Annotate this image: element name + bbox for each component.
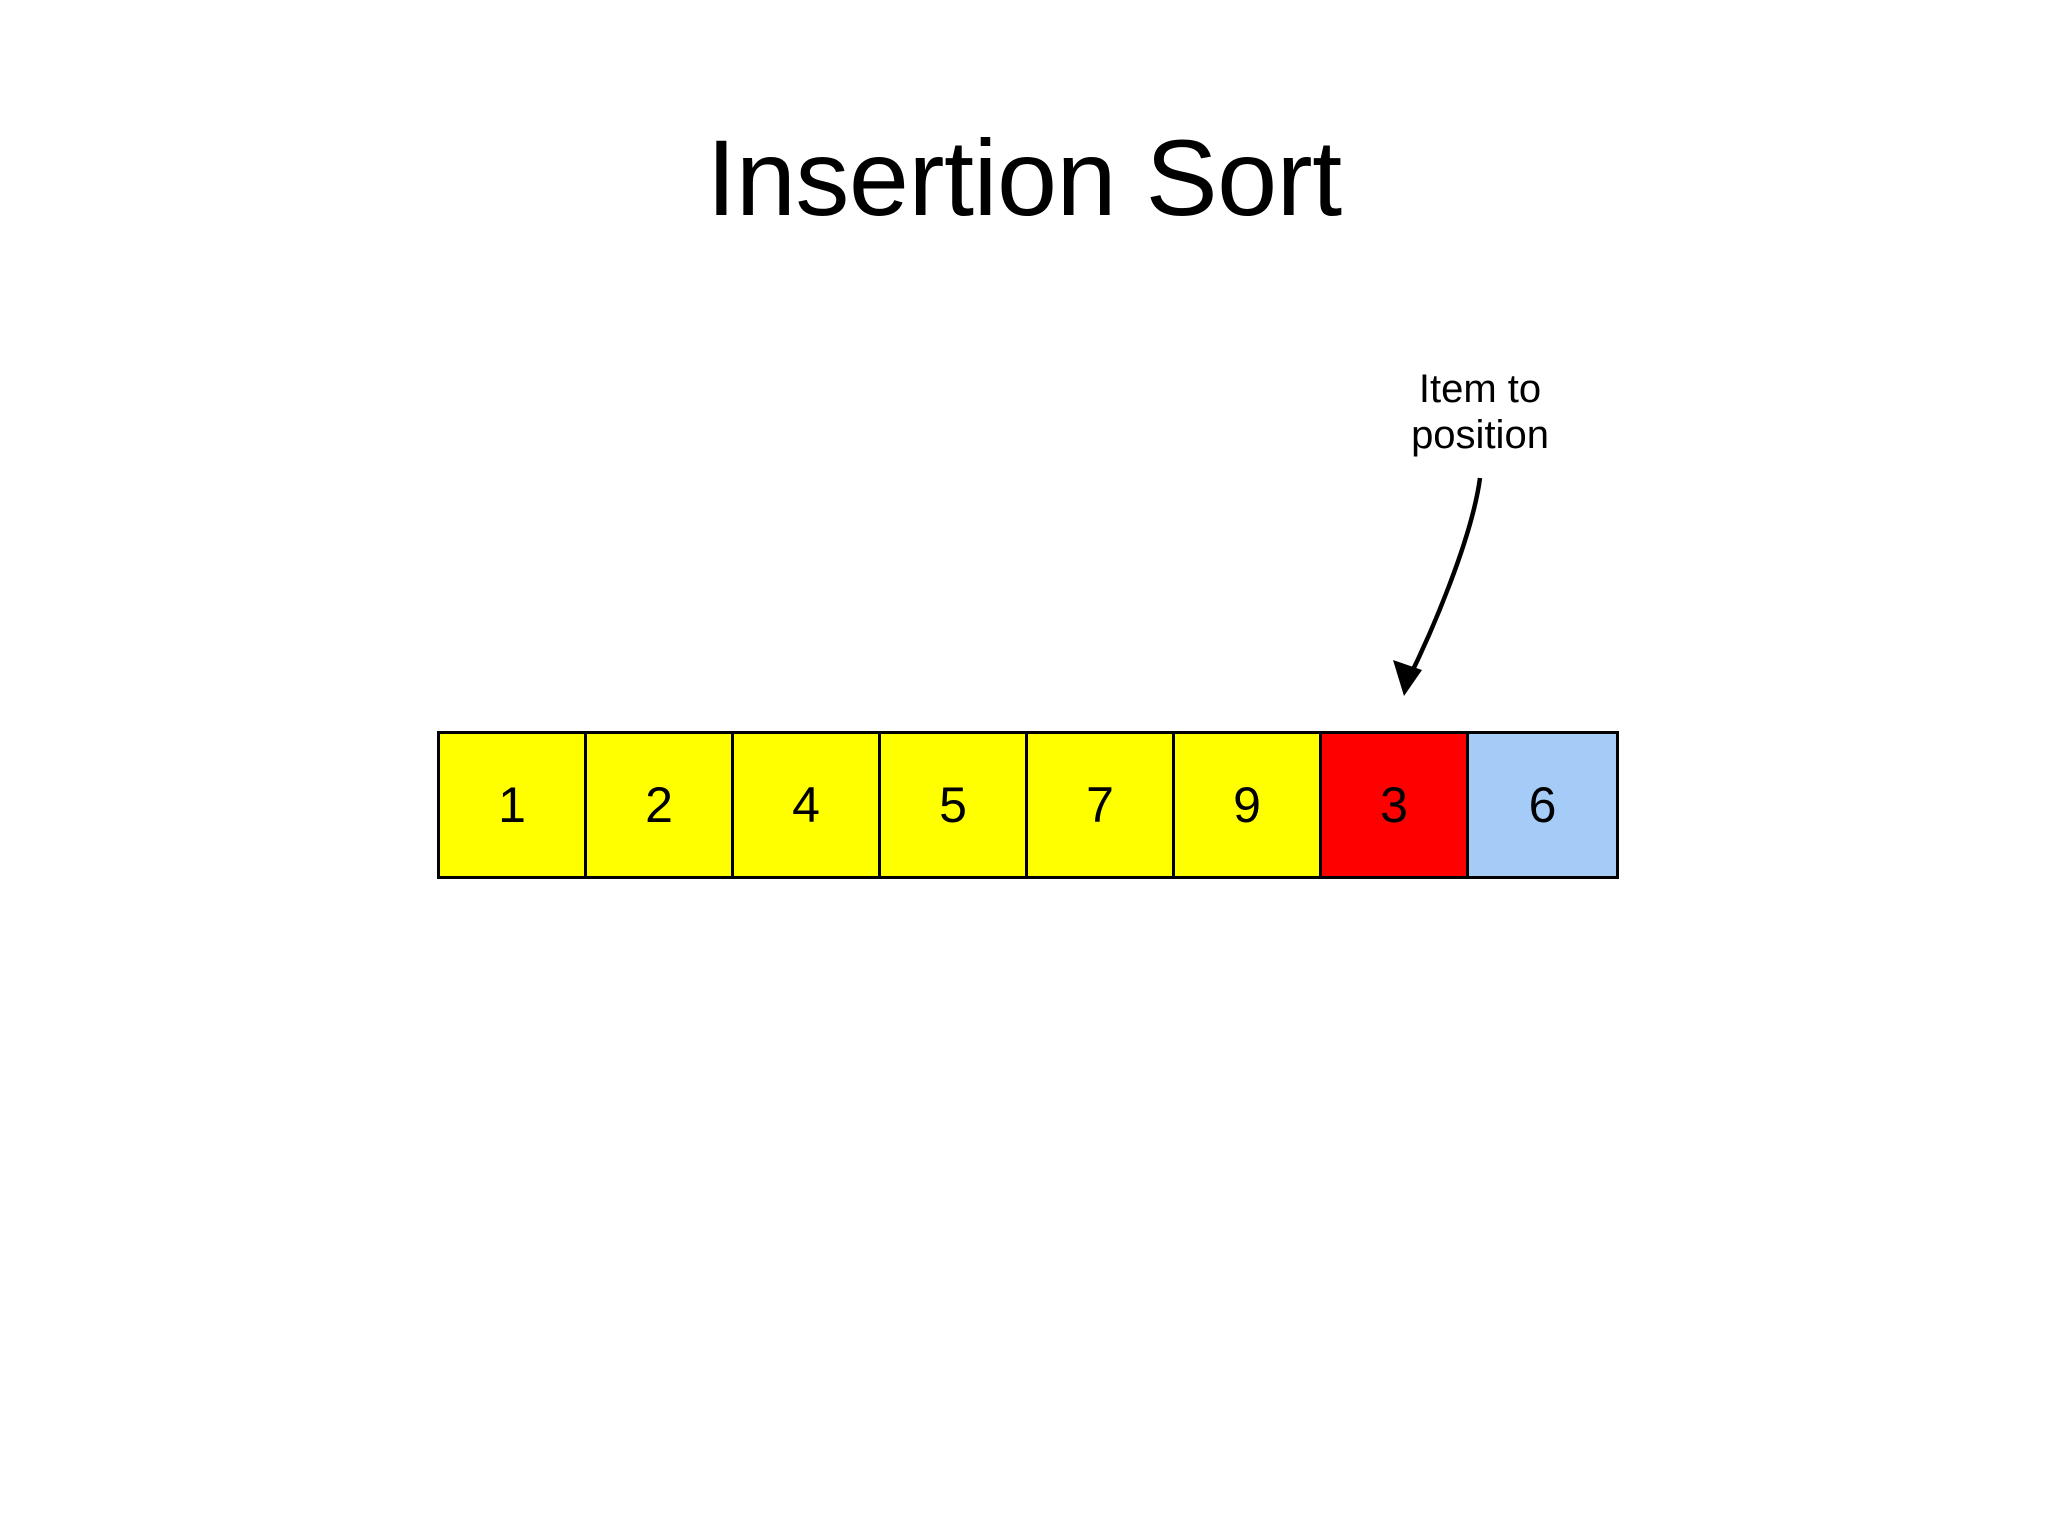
array-cell-value: 3	[1380, 777, 1408, 833]
array-cell-value: 1	[498, 777, 526, 833]
arrow-down-left-icon	[1393, 477, 1483, 696]
array-cell[interactable]: 5	[881, 734, 1028, 876]
array-cell[interactable]: 1	[440, 734, 587, 876]
array-cell-value: 6	[1528, 777, 1557, 833]
array-cell-current[interactable]: 3	[1322, 734, 1469, 876]
callout-label: Item to position	[1370, 366, 1590, 459]
array-visualization: 1 2 4 5 7 9 3 6	[437, 731, 1619, 879]
callout-line-1: Item to	[1418, 367, 1542, 411]
array-cell-value: 5	[939, 777, 967, 833]
array-cell[interactable]: 4	[734, 734, 881, 876]
callout-line-2: position	[1411, 413, 1549, 458]
array-cell[interactable]: 9	[1175, 734, 1322, 876]
array-cell[interactable]: 7	[1028, 734, 1175, 876]
array-cell-value: 7	[1086, 777, 1114, 833]
array-cell-unsorted[interactable]: 6	[1469, 734, 1616, 876]
array-cell[interactable]: 2	[587, 734, 734, 876]
array-cell-value: 4	[792, 777, 820, 833]
page-title: Insertion Sort	[706, 117, 1342, 238]
array-cell-value: 2	[645, 777, 673, 833]
array-cell-value: 9	[1233, 777, 1261, 833]
